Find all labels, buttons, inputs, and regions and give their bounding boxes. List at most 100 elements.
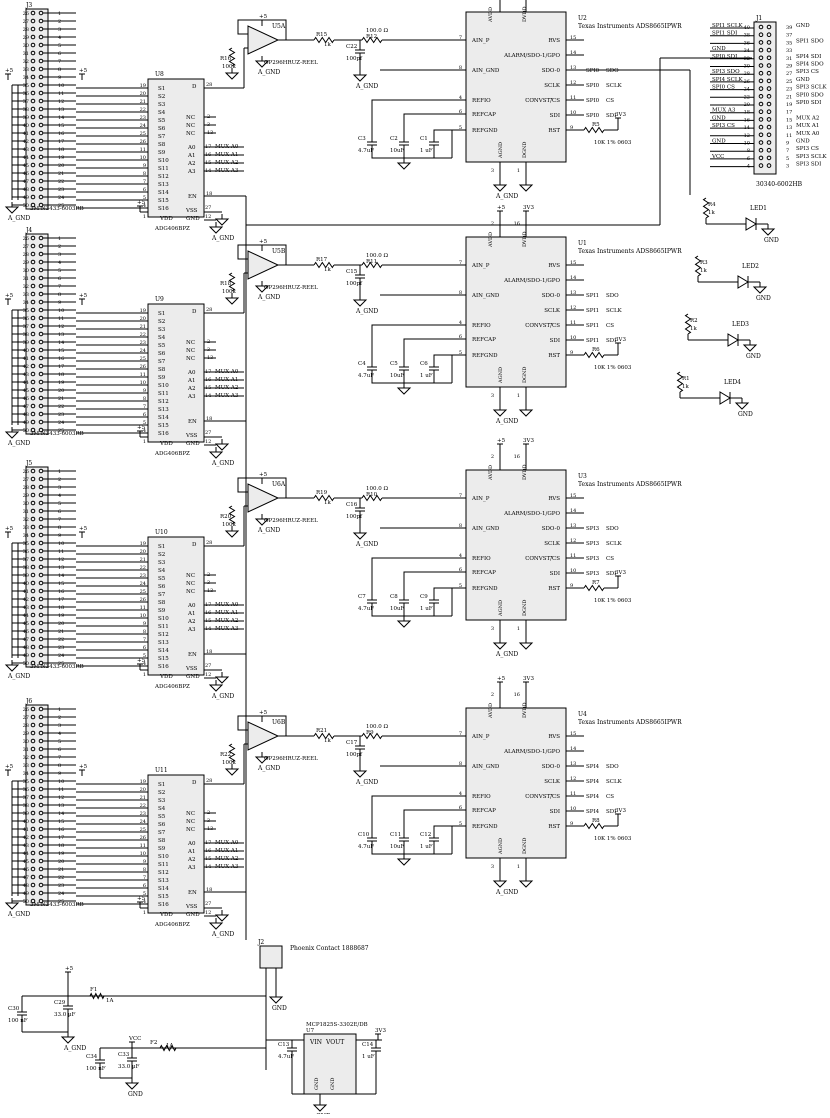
res-value: 100.0 Ω <box>366 28 388 34</box>
pin-number: 35 <box>23 541 29 547</box>
ground-symbol: GND <box>760 224 779 244</box>
pin-number: 25 <box>786 79 792 85</box>
ground-symbol <box>518 638 534 650</box>
pin-dot <box>38 387 44 393</box>
pin-number: 5 <box>143 195 146 201</box>
wire <box>583 822 605 830</box>
pin-dot <box>38 114 44 120</box>
pin-dot <box>30 66 36 72</box>
pin-number: 10 <box>58 83 64 89</box>
pin-number: 27 <box>23 715 29 721</box>
adc-pin: ALARM/SDO-1/GPO <box>503 511 560 517</box>
pin-number: 22 <box>58 179 64 185</box>
pin-dot <box>30 508 36 514</box>
mux-pin: NC <box>186 827 195 833</box>
pin-number: 5 <box>143 891 146 897</box>
wire <box>433 129 466 142</box>
pin-number: 1 <box>517 168 520 174</box>
adc-ref: U4 <box>578 711 587 718</box>
mux-body <box>147 303 205 443</box>
pin-number: 1 <box>517 393 520 399</box>
cap-ref: C2 <box>390 136 398 142</box>
pin-dot <box>30 403 36 409</box>
pin-dot <box>758 70 764 76</box>
res-ref: R1 <box>682 376 690 382</box>
net-label: SPI0 SDO <box>796 92 824 98</box>
pin-dot <box>38 898 44 904</box>
power-symbol: +5 <box>137 658 146 670</box>
pin-number: 44 <box>23 851 29 857</box>
pin-dot <box>30 235 36 241</box>
net-label: SPI4 <box>586 764 600 770</box>
pin-number: 2 <box>491 0 494 2</box>
mux-pin: NC <box>186 356 195 362</box>
pin-dot <box>30 738 36 744</box>
pin-number: 6 <box>459 567 462 573</box>
adc-pin: REFGND <box>472 353 498 359</box>
pin-number: 21 <box>140 99 146 105</box>
res-ref: R8 <box>592 818 600 824</box>
ground-triangle <box>4 664 20 672</box>
cap-ref: C16 <box>346 502 358 508</box>
resistor <box>361 261 383 269</box>
ground-triangle <box>254 285 270 293</box>
ground-label: GND <box>764 237 779 244</box>
mux-pin: S13 <box>158 182 169 188</box>
adc-part: Texas Instruments ADS8665IPWR <box>578 23 682 30</box>
res-value: 1k <box>324 267 331 273</box>
pin-number: 22 <box>58 404 64 410</box>
power-symbol: 3V3 <box>615 112 626 124</box>
ground-triangle <box>518 642 534 650</box>
ground-triangle <box>60 1036 76 1044</box>
pin-dot <box>30 10 36 16</box>
power-label: 3V3 <box>615 337 626 343</box>
resistor <box>361 494 383 502</box>
net-label: SCLK <box>606 541 623 547</box>
ground-label: A_GND <box>495 193 518 200</box>
adc-body <box>465 236 567 388</box>
pin-number: 37 <box>23 99 29 105</box>
pin-dot <box>30 106 36 112</box>
ground-symbol: A_GND <box>254 514 280 534</box>
adc-pin: ALARM/SDO-1/GPO <box>503 749 560 755</box>
mux-pin: GND <box>186 441 200 447</box>
pin-number: 9 <box>143 388 146 394</box>
adc-pin: AVDD <box>488 465 494 481</box>
adc-pin: AGND <box>498 600 504 617</box>
adc-pin: AGND <box>498 838 504 855</box>
pin-dot <box>30 898 36 904</box>
pin-number: 35 <box>23 779 29 785</box>
pin-number: 45 <box>23 621 29 627</box>
power-symbol: +5 <box>5 526 14 538</box>
pin-dot <box>38 516 44 522</box>
pin-number: 28 <box>23 723 29 729</box>
cap-ref: C17 <box>346 740 358 746</box>
net-label: GND <box>796 23 810 29</box>
pin-dot <box>766 40 772 45</box>
ground-triangle <box>208 684 224 692</box>
net-label: SPI3 CS <box>796 146 819 152</box>
pin-dot <box>38 162 44 168</box>
power-symbol: 3V3 <box>523 438 534 450</box>
pin-dot <box>30 299 36 305</box>
mux-pin: A0 <box>187 145 196 151</box>
wire <box>433 354 466 367</box>
pin-dot <box>758 132 764 138</box>
pin-number: 13 <box>570 523 576 529</box>
ground-label: GND <box>128 1091 143 1098</box>
wire <box>583 584 605 592</box>
mux-pin: S11 <box>158 862 169 868</box>
net-label: SPI4 <box>586 779 600 785</box>
cap-value: 4.7uF <box>358 606 374 612</box>
net-label: SDO <box>606 293 619 299</box>
pin-number: 8 <box>143 171 146 177</box>
pin-dot <box>758 78 764 84</box>
pin-number: 23 <box>140 340 146 346</box>
pin-number: 33 <box>23 67 29 73</box>
pin-dot <box>38 291 44 297</box>
